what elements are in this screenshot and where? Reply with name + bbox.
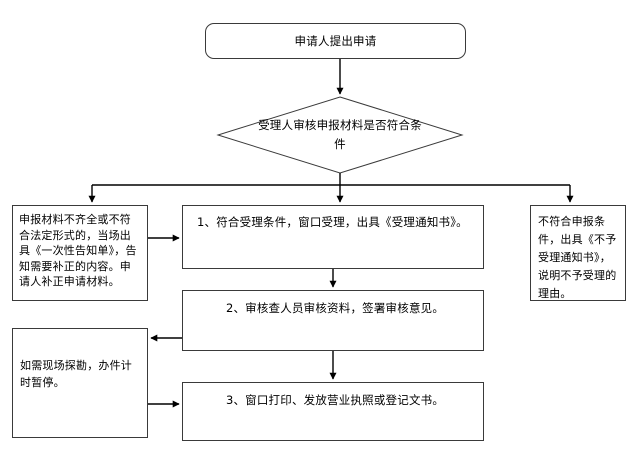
node-decision[interactable]: 受理人审核申报材料是否符合条件 xyxy=(258,113,422,157)
node-step2[interactable]: 2、审核查人员审核资料，签署审核意见。 xyxy=(182,290,484,351)
node-step1-label: 1、符合受理条件，窗口受理，出具《受理通知书》。 xyxy=(197,215,468,229)
node-right-reject-label: 不符合申报条件，出具《不予受理通知书》，说明不予受理的理由。 xyxy=(538,215,617,300)
node-start-label: 申请人提出申请 xyxy=(294,34,377,48)
node-start[interactable]: 申请人提出申请 xyxy=(205,23,466,59)
node-step2-label: 2、审核查人员审核资料，签署审核意见。 xyxy=(225,301,445,315)
node-step1[interactable]: 1、符合受理条件，窗口受理，出具《受理通知书》。 xyxy=(182,205,484,269)
node-survey[interactable]: 如需现场探勘，办件计时暂停。 xyxy=(12,328,148,438)
node-decision-label: 受理人审核申报材料是否符合条件 xyxy=(258,118,422,151)
node-left-incomplete-label: 申报材料不齐全或不符合法定形式的，当场出具《一次性告知单》，告知需要补正的内容。… xyxy=(19,213,137,288)
node-left-incomplete[interactable]: 申报材料不齐全或不符合法定形式的，当场出具《一次性告知单》，告知需要补正的内容。… xyxy=(12,205,148,301)
node-survey-label: 如需现场探勘，办件计时暂停。 xyxy=(20,359,132,389)
node-step3-label: 3、窗口打印、发放营业执照或登记文书。 xyxy=(225,393,445,407)
node-right-reject[interactable]: 不符合申报条件，出具《不予受理通知书》，说明不予受理的理由。 xyxy=(530,205,626,301)
node-step3[interactable]: 3、窗口打印、发放营业执照或登记文书。 xyxy=(182,382,484,441)
